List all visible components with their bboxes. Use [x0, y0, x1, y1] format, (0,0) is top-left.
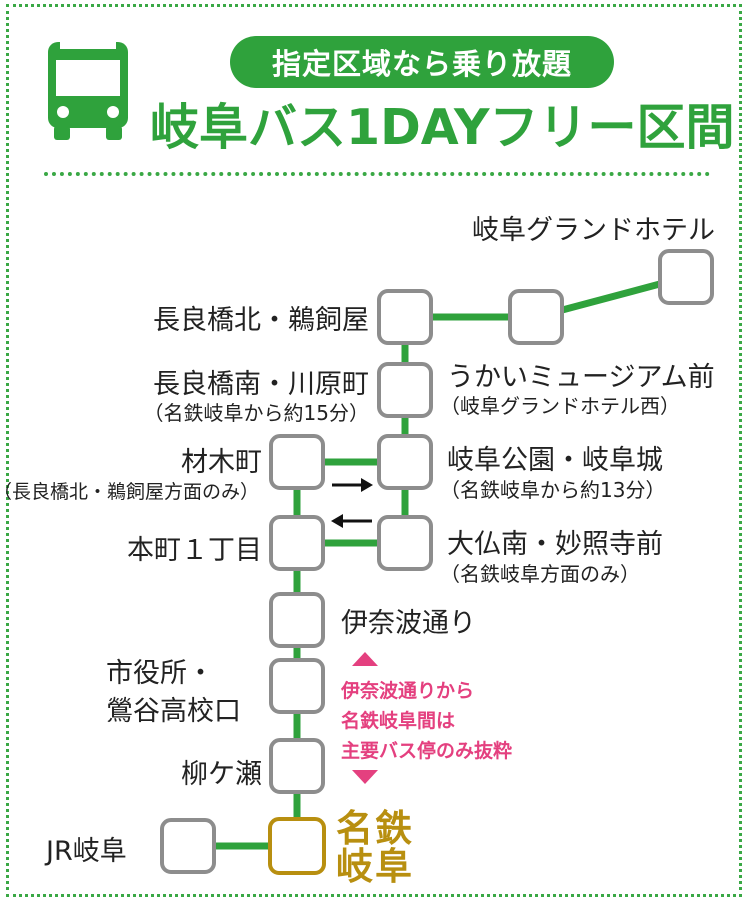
- label-shiyakusho-1: 市役所・: [106, 658, 214, 689]
- label-zaimokucho: 材木町: [181, 447, 262, 478]
- note-line-2: 名鉄岐阜間は: [341, 710, 456, 732]
- label-daibutsu: 大仏南・妙照寺前: [447, 529, 663, 560]
- stop-boxes: [160, 249, 714, 874]
- label-gifu-koen: 岐阜公園・岐阜城: [447, 445, 663, 476]
- stop-box-meitetsu-gifu: [268, 817, 326, 875]
- label-nagarabashi-minami: 長良橋南・川原町: [153, 369, 369, 400]
- stop-box-yanagase: [269, 738, 325, 794]
- label-nagarabashi-minami-note: （名鉄岐阜から約15分）: [143, 401, 369, 425]
- stop-box-honmachi: [269, 515, 325, 571]
- label-zaimokucho-note: （長良橋北・鵜飼屋方面のみ）: [0, 481, 259, 503]
- stop-box-nagarabashi-minami: [377, 362, 433, 418]
- dotted-frame: [6, 4, 742, 897]
- free-ride-pill: 指定区域なら乗り放題: [230, 36, 614, 88]
- bus-icon: [48, 42, 128, 140]
- triangle-down-icon: [352, 770, 378, 784]
- label-meitetsu-2: 岐阜: [336, 845, 414, 888]
- stop-box-shiyakusho: [269, 658, 325, 714]
- label-meitetsu-1: 名鉄: [336, 807, 414, 850]
- stop-box-zaimokucho: [269, 434, 325, 490]
- label-honmachi: 本町１丁目: [127, 535, 262, 566]
- header-divider: [44, 172, 710, 176]
- label-nagarabashi-kita: 長良橋北・鵜飼屋: [153, 305, 369, 336]
- label-inaba-dori: 伊奈波通り: [341, 608, 476, 639]
- stop-box-gifu-koen: [377, 434, 433, 490]
- arrow-right-icon: [332, 478, 373, 492]
- stop-box-jr-gifu: [160, 818, 216, 874]
- label-jr-gifu: JR岐阜: [46, 836, 127, 867]
- page-title: 岐阜バス1DAYフリー区間: [150, 99, 735, 156]
- stop-box-inaba-dori: [269, 592, 325, 648]
- label-ukai-museum-note: （岐阜グランドホテル西）: [440, 394, 680, 418]
- label-gifu-koen-note: （名鉄岐阜から約13分）: [440, 478, 666, 502]
- label-grand-hotel: 岐阜グランドホテル: [472, 215, 715, 246]
- note-line-1: 伊奈波通りから: [341, 680, 475, 702]
- arrow-left-icon: [331, 514, 372, 528]
- stop-box-grand-hotel: [658, 249, 714, 305]
- label-ukai-museum: うかいミュージアム前: [447, 362, 715, 393]
- label-yanagase: 柳ケ瀬: [181, 759, 262, 790]
- triangle-up-icon: [352, 652, 378, 666]
- label-daibutsu-note: （名鉄岐阜方面のみ）: [440, 562, 640, 586]
- stop-box-daibutsu: [377, 515, 433, 571]
- stop-box-intermediate: [508, 289, 564, 345]
- note-line-3: 主要バス停のみ抜粋: [341, 740, 513, 762]
- stop-box-nagarabashi-kita: [377, 289, 433, 345]
- label-shiyakusho-2: 鶯谷高校口: [106, 696, 241, 727]
